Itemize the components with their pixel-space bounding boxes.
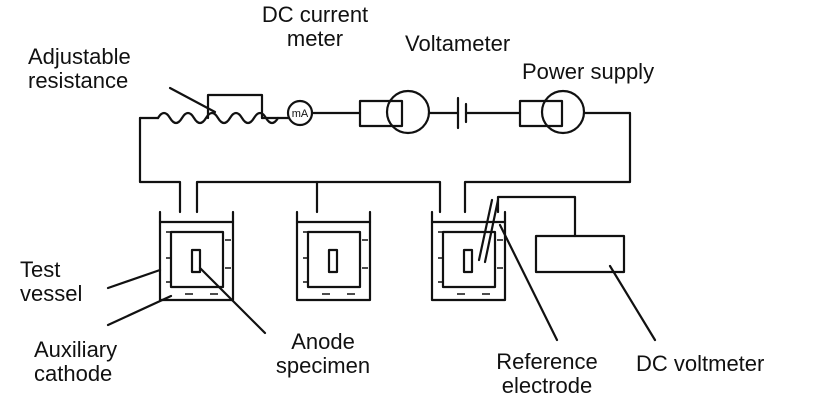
label-dc-current-meter: DC current meter — [250, 3, 380, 51]
label-dc-voltmeter: DC voltmeter — [636, 351, 765, 376]
label-reference-electrode-line2: electrode — [501, 373, 593, 398]
label-reference-electrode: Reference electrode — [472, 350, 622, 398]
voltameter-body — [358, 99, 404, 128]
ammeter-label: mA — [292, 108, 309, 120]
adjustable-resistor-zigzag — [156, 111, 280, 125]
leader-anode-specimen — [198, 266, 267, 335]
wire-to-voltmeter — [496, 195, 577, 238]
label-dc-current-meter-line1: DC current — [261, 2, 369, 27]
power-supply-body — [518, 99, 564, 128]
label-anode-specimen: Anode specimen — [258, 330, 388, 378]
test-vessel-3 — [430, 210, 507, 302]
wire-supply-right — [463, 111, 632, 214]
anode-specimen-2 — [327, 248, 339, 274]
test-vessel-2 — [295, 210, 372, 302]
label-dc-current-meter-line2: meter — [286, 26, 344, 51]
leader-dc-voltmeter — [608, 264, 657, 342]
label-voltameter: Voltameter — [405, 31, 511, 56]
wire-vessel1-vessel2 — [195, 180, 442, 214]
label-auxiliary-cathode: Auxiliary cathode — [34, 338, 117, 386]
auxiliary-cathode-3 — [441, 230, 497, 289]
label-reference-electrode-line1: Reference — [496, 349, 598, 374]
label-test-vessel-line2: vessel — [20, 281, 83, 306]
leader-resistance — [168, 86, 217, 114]
anode-specimen-3 — [462, 248, 474, 274]
voltameter-dial — [385, 89, 431, 135]
anode-specimen-1 — [190, 248, 202, 274]
label-adjustable-resistance-line1: Adjustable — [28, 44, 131, 69]
leader-test-vessel — [106, 268, 162, 290]
label-test-vessel: Test vessel — [20, 258, 82, 306]
label-adjustable-resistance-line2: resistance — [28, 68, 129, 93]
test-vessel-1 — [158, 210, 235, 302]
leader-auxiliary-cathode — [106, 294, 173, 327]
leader-reference-electrode — [498, 223, 559, 342]
label-adjustable-resistance: Adjustable resistance — [28, 45, 131, 93]
dc-voltmeter-box — [534, 234, 626, 274]
label-power-supply: Power supply — [522, 59, 655, 84]
label-auxiliary-cathode-line2: cathode — [34, 361, 113, 386]
reference-electrode-tube — [477, 198, 500, 264]
liquid-dashes — [166, 231, 503, 295]
auxiliary-cathode-1 — [169, 230, 225, 289]
auxiliary-cathode-2 — [306, 230, 362, 289]
label-anode-specimen-line1: Anode — [291, 329, 355, 354]
label-auxiliary-cathode-line1: Auxiliary — [34, 337, 118, 362]
label-test-vessel-line1: Test — [20, 257, 61, 282]
resistor-slider — [206, 93, 264, 120]
top-wire-left — [138, 116, 182, 214]
label-anode-specimen-line2: specimen — [275, 353, 371, 378]
